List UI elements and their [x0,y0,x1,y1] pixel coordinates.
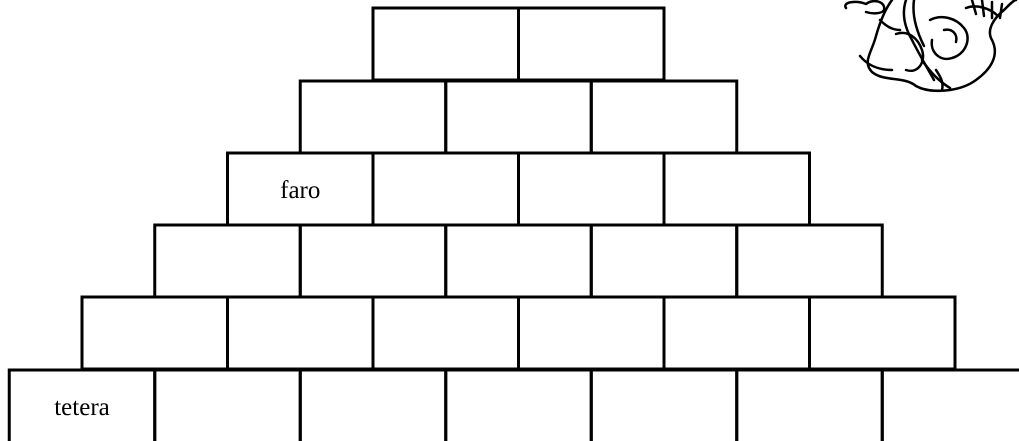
cartoon-figure-icon [845,0,1016,91]
pyramid: faro tetera [9,8,1019,441]
brick-r4-c5 [737,225,883,297]
brick-r6-c5 [591,370,737,441]
brick-r6-c2 [155,370,301,441]
brick-r4-c2 [300,225,446,297]
brick-r6-c3 [300,370,446,441]
brick-r6-c4 [446,370,592,441]
brick-r4-c3 [446,225,592,297]
brick-r5-c3 [373,297,519,369]
brick-r2-c3 [591,81,737,153]
brick-r2-c2 [446,81,592,153]
brick-r1-c2 [519,8,665,80]
brick-r3-c3 [519,153,665,225]
brick-r2-c1 [300,81,446,153]
brick-r3-c4 [664,153,810,225]
brick-r6-c6 [737,370,883,441]
brick-r1-c1 [373,8,519,80]
brick-label: faro [280,177,320,204]
brick-r3-c2 [373,153,519,225]
brick-label: tetera [54,394,110,421]
brick-r4-c4 [591,225,737,297]
brick-r6-c7 [882,370,1019,441]
brick-r5-c1 [82,297,228,369]
brick-r5-c6 [810,297,956,369]
brick-r5-c2 [228,297,374,369]
brick-r5-c5 [664,297,810,369]
brick-r4-c1 [155,225,301,297]
brick-r5-c4 [519,297,665,369]
